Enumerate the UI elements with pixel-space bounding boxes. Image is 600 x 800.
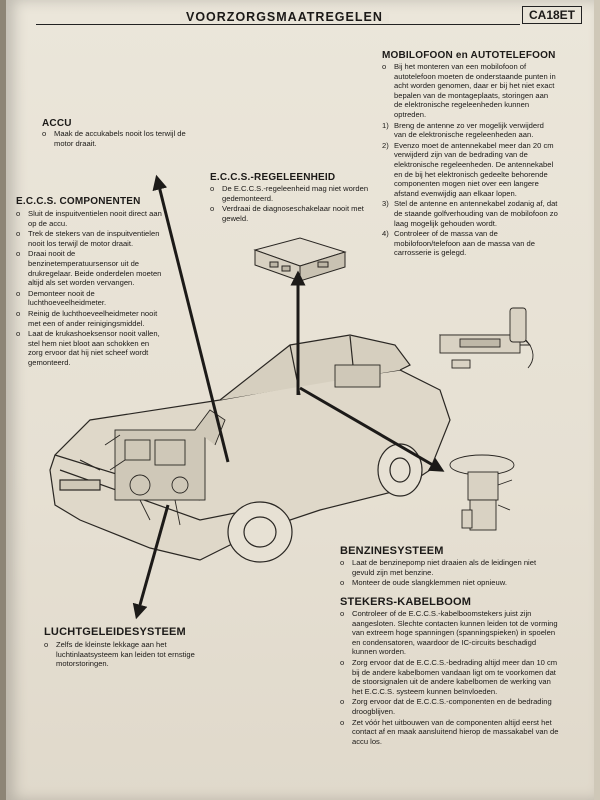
fuel-system-heading: BENZINESYSTEEM: [340, 545, 444, 557]
mobile-radio-heading: MOBILOFOON en AUTOTELEFOON: [382, 50, 556, 61]
header-rule: [36, 24, 520, 25]
list-item: 1)Breng de antenne zo ver mogelijk verwi…: [382, 120, 544, 140]
wiring-harness-heading: STEKERS-KABELBOOM: [340, 596, 472, 608]
eccs-components-heading: E.C.C.S. COMPONENTEN: [16, 196, 141, 207]
engine-code-badge: CA18ET: [521, 6, 582, 24]
list-item: 3)Stel de antenne en antennekabel zodani…: [382, 199, 558, 228]
fuel-pump-icon: [449, 454, 515, 531]
mobile-radio-icon: [438, 307, 534, 369]
page-title: VOORZORGSMAATREGELEN: [180, 10, 389, 24]
air-intake-heading: LUCHTGELEIDESYSTEEM: [44, 626, 186, 638]
list-item: 2)Evenzo moet de antennekabel meer dan 2…: [382, 140, 554, 198]
page-binding: [0, 0, 6, 800]
list-item: 4)Controleer of de massa van de mobilofo…: [382, 229, 536, 258]
control-unit-icon: [253, 237, 347, 282]
car-illustration-icon: [49, 334, 451, 563]
eccs-control-unit-heading: E.C.C.S.-REGELEENHEID: [210, 172, 336, 183]
diagram-arrows: [132, 174, 445, 620]
accu-heading: ACCU: [42, 118, 72, 129]
